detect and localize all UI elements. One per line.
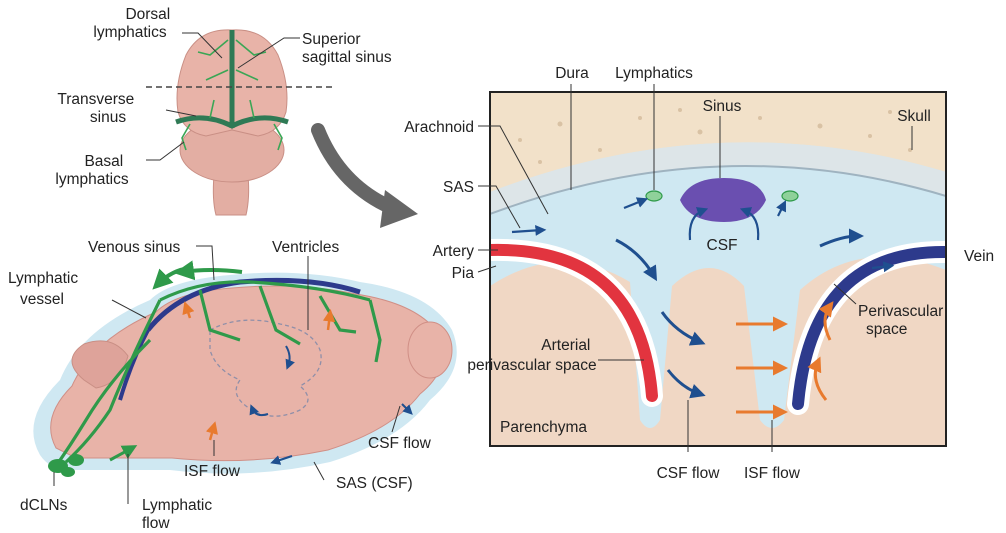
lymphatic-node-left	[646, 191, 662, 201]
label-arachnoid: Arachnoid	[404, 119, 474, 136]
label-sas-csf: SAS (CSF)	[336, 475, 413, 492]
dorsal-brain-view: Dorsal lymphatics Superior sagittal sinu…	[55, 6, 391, 215]
label-isf-flow-left: ISF flow	[184, 463, 241, 480]
green-flow-arrow-2	[182, 270, 242, 272]
label-csf: CSF	[707, 237, 738, 254]
label-lymphatic-flow: Lymphatic flow	[142, 497, 216, 532]
label-ventricles: Ventricles	[272, 239, 339, 256]
label-vein: Vein	[964, 248, 994, 265]
label-basal-lymphatics: Basal lymphatics	[55, 153, 128, 188]
label-lymphatic-vessel: Lymphatic vessel	[8, 270, 82, 308]
label-csf-flow-right: CSF flow	[657, 465, 721, 482]
label-venous-sinus: Venous sinus	[88, 239, 180, 256]
label-transverse-sinus: Transverse sinus	[57, 91, 138, 126]
label-csf-flow-left: CSF flow	[368, 435, 432, 452]
lymphatic-node-right	[782, 191, 798, 201]
label-superior-sagittal-sinus: Superior sagittal sinus	[302, 31, 392, 66]
label-parenchyma: Parenchyma	[500, 419, 587, 436]
label-isf-flow-right: ISF flow	[744, 465, 801, 482]
label-sinus: Sinus	[703, 98, 742, 115]
label-pia: Pia	[452, 265, 475, 282]
label-dorsal-lymphatics: Dorsal lymphatics	[93, 6, 174, 41]
label-skull: Skull	[897, 108, 931, 125]
leader-venous-sinus	[196, 246, 214, 280]
sagittal-brain-view: Venous sinus Ventricles Lymphatic vessel…	[8, 239, 457, 532]
meninges-cross-section: Dura Lymphatics Sinus Skull Arachnoid SA…	[404, 65, 994, 482]
label-sas: SAS	[443, 179, 474, 196]
leader-sas-csf	[314, 462, 324, 480]
zoom-arrow	[318, 130, 418, 228]
leader-basal-lymphatics	[146, 142, 184, 160]
label-dura: Dura	[555, 65, 589, 82]
label-artery: Artery	[433, 243, 475, 260]
label-lymphatics: Lymphatics	[615, 65, 693, 82]
olfactory-bulb	[408, 322, 452, 378]
label-dclns: dCLNs	[20, 497, 68, 514]
